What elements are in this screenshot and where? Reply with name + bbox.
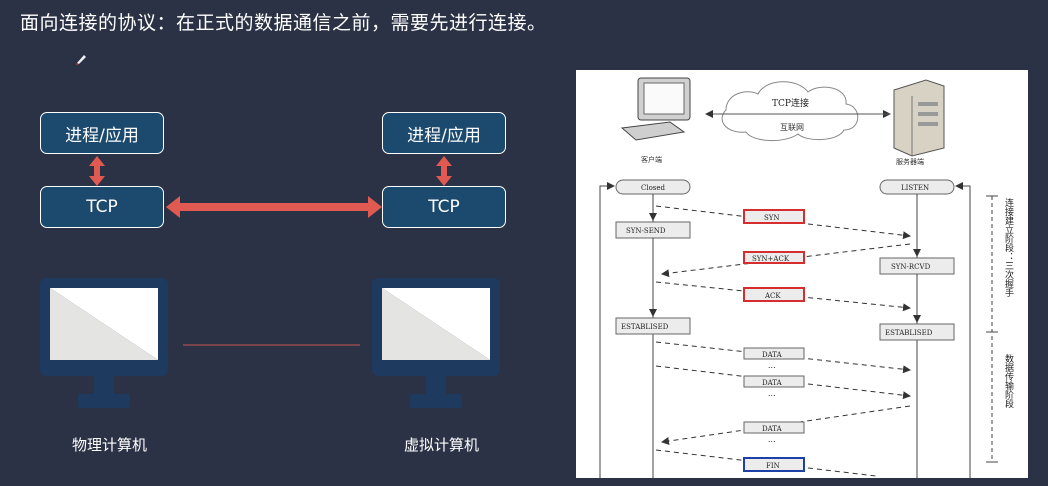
client-computer-icon [620, 77, 691, 141]
stack-arrows [89, 156, 452, 346]
right-vertical-arrow [436, 156, 452, 186]
msg-synack: SYN+ACK [752, 255, 790, 263]
msg-fin: FIN [766, 462, 780, 470]
dots-1: ... [768, 361, 776, 370]
cloud-title: TCP连接 [772, 97, 809, 109]
server-icon [893, 79, 945, 157]
msg-data-1: DATA [762, 351, 783, 359]
msg-data-3: DATA [762, 425, 783, 433]
left-app-box: 进程/应用 [40, 112, 164, 154]
internet-cloud [721, 81, 859, 141]
msg-data-2: DATA [762, 379, 783, 387]
tcp-handshake-diagram: 客户端 TCP连接 互联网 服务器端 Closed SYN-SEND ESTA [576, 70, 1028, 478]
physical-computer-icon [40, 278, 168, 408]
right-app-label: 进程/应用 [407, 125, 481, 146]
msg-ack: ACK [764, 292, 781, 300]
left-vertical-arrow [89, 156, 105, 186]
client-state-closed: Closed [641, 184, 666, 192]
left-app-label: 进程/应用 [65, 125, 139, 146]
right-tcp-box: TCP [382, 186, 506, 228]
server-state-listen: LISTEN [901, 184, 929, 192]
client-state-synsend: SYN-SEND [626, 227, 666, 235]
server-state-established: ESTABLISED [885, 329, 933, 337]
page-title: 面向连接的协议：在正式的数据通信之前，需要先进行连接。 [20, 12, 547, 34]
right-tcp-label: TCP [428, 197, 460, 217]
client-label: 客户端 [641, 155, 662, 164]
dots-2: ... [768, 389, 776, 398]
virtual-computer-label: 虚拟计算机 [404, 436, 480, 454]
left-tcp-box: TCP [40, 186, 164, 228]
virtual-computer-icon [372, 278, 500, 408]
server-label: 服务器端 [896, 157, 924, 166]
cloud-subtitle: 互联网 [780, 123, 804, 132]
client-state-established: ESTABLISED [621, 323, 669, 331]
tcp-horizontal-arrow [166, 196, 382, 218]
server-state-synrcvd: SYN-RCVD [891, 263, 931, 271]
pen-cursor-icon [76, 55, 86, 65]
phase-connect-label: 连接建立阶段：三次握手 [1003, 198, 1013, 297]
phase-transfer-label: 数据传输阶段 [1003, 354, 1013, 408]
physical-computer-label: 物理计算机 [72, 436, 148, 454]
left-tcp-label: TCP [86, 197, 118, 217]
dots-3: ... [768, 435, 776, 444]
msg-syn: SYN [764, 214, 780, 222]
right-app-box: 进程/应用 [382, 112, 506, 154]
